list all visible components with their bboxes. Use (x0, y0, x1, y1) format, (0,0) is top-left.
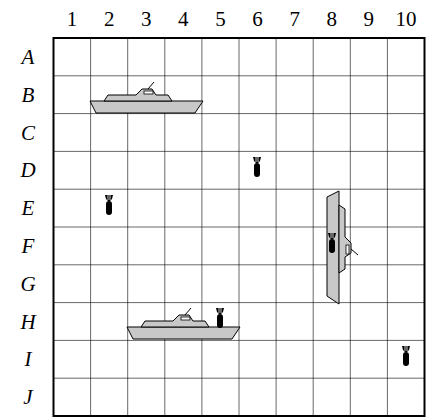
column-number: 6 (252, 9, 263, 30)
row-letter: H (20, 311, 35, 332)
row-letter: B (22, 84, 35, 105)
column-number: 4 (178, 9, 189, 30)
row-letter: J (23, 387, 32, 408)
column-number: 9 (364, 9, 375, 30)
column-number: 3 (141, 9, 152, 30)
column-number: 5 (215, 9, 226, 30)
bomb (328, 233, 336, 253)
row-letter: A (22, 46, 35, 67)
column-number: 1 (67, 9, 78, 30)
column-number: 8 (327, 9, 338, 30)
grid-lines (54, 38, 425, 416)
row-letter: F (22, 235, 35, 256)
column-number: 7 (289, 9, 300, 30)
bomb (253, 157, 261, 177)
grid-border (54, 38, 425, 416)
column-number: 2 (104, 9, 115, 30)
row-letter: G (20, 273, 35, 294)
column-number: 10 (395, 9, 416, 30)
ship (127, 308, 240, 339)
ship (90, 82, 203, 113)
row-letter: C (21, 122, 35, 143)
ship (327, 191, 358, 304)
row-letter: E (22, 198, 35, 219)
bomb (105, 195, 113, 215)
row-letter: D (20, 160, 35, 181)
row-letter: I (25, 349, 32, 370)
bomb (402, 346, 410, 366)
bomb (216, 308, 224, 328)
